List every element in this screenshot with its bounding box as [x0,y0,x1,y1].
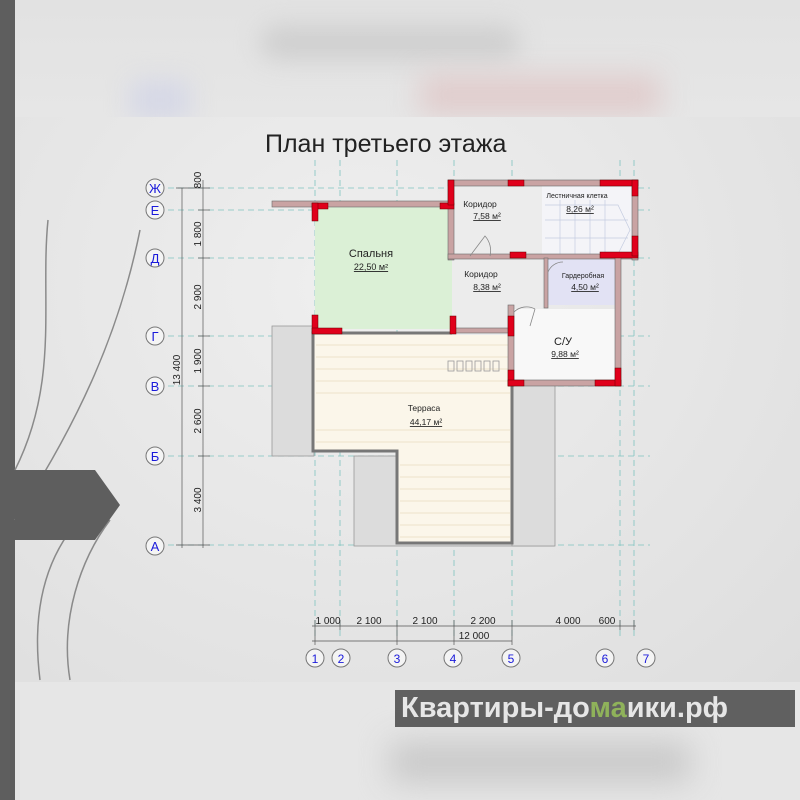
room-area-corridor-1: 7,58 м² [473,211,501,221]
dim-2100-b: 2 100 [412,616,437,627]
terrace-floor [311,331,514,545]
room-name-corridor-1: Коридор [463,199,497,209]
row-label: Б [151,449,160,464]
columns [311,179,639,387]
col-label: 7 [643,652,650,666]
dim-2100-a: 2 100 [356,616,381,627]
drain-grate [447,360,500,372]
column-axis-markers: 1 2 3 4 5 6 7 [305,648,656,668]
arrow-decor [15,470,120,540]
wardrobe-floor [548,258,615,305]
room-area-wardrobe: 4,50 м² [571,282,599,292]
vertical-dimension-labels: 800 1 800 2 900 1 900 2 600 3 400 13 400 [172,171,204,512]
vertical-dimensions [176,180,210,548]
row-label: Д [151,251,160,266]
room-name-stairwell: Лестничная клетка [546,193,607,200]
row-label: Е [151,203,160,218]
horizontal-dimensions [312,620,636,645]
row-label: А [151,539,160,554]
row-label: Г [151,329,158,344]
dim-1900: 1 900 [193,348,204,373]
col-label: 2 [338,652,345,666]
stairs [545,200,631,255]
left-strip [0,0,15,800]
blurred-header [0,0,800,120]
dim-2200: 2 200 [470,616,495,627]
dim-3400: 3 400 [193,487,204,512]
watermark-text: Квартиры-до [401,692,590,724]
horizontal-dimension-labels: 1 000 2 100 2 100 2 200 4 000 600 12 000 [315,616,615,642]
bedroom-floor [315,205,452,329]
watermark-house-logo: ма [589,692,627,724]
room-name-bathroom: С/У [554,336,573,348]
dim-800: 800 [193,171,204,188]
dim-4000: 4 000 [555,616,580,627]
room-area-terrace: 44,17 м² [410,417,442,427]
dim-600: 600 [599,616,616,627]
doors [469,235,564,327]
dim-total-horizontal: 12 000 [459,631,490,642]
dim-1000: 1 000 [315,616,340,627]
room-labels: Спальня 22,50 м² Коридор 7,58 м² Лестнич… [349,193,608,427]
dim-1800: 1 800 [193,221,204,246]
room-name-wardrobe: Гардеробная [562,272,605,280]
stair-floor [542,186,634,256]
col-label: 5 [508,652,515,666]
room-area-stairwell: 8,26 м² [566,204,594,214]
row-label: Ж [149,181,161,196]
watermark-text-end: ики.рф [626,692,729,724]
watermark: Квартиры-домаики.рф [395,690,795,727]
room-area-bedroom: 22,50 м² [354,262,388,272]
col-label: 6 [602,652,609,666]
dim-2600: 2 600 [193,408,204,433]
decor-curves [14,219,141,681]
col-label: 3 [394,652,401,666]
room-name-terrace: Терраса [408,403,441,413]
room-name-bedroom: Спальня [349,248,393,260]
col-label: 1 [312,652,319,666]
row-axis-markers: Ж Е Д Г В Б А [145,178,165,556]
terrace-boards [316,344,510,538]
room-area-corridor-2: 8,38 м² [473,282,501,292]
room-name-corridor-2: Коридор [464,269,498,279]
plan-title: План третьего этажа [265,130,507,158]
dim-2900: 2 900 [193,284,204,309]
room-area-bathroom: 9,88 м² [551,349,579,359]
row-label: В [151,379,160,394]
col-label: 4 [450,652,457,666]
dim-total-vertical: 13 400 [172,354,183,385]
